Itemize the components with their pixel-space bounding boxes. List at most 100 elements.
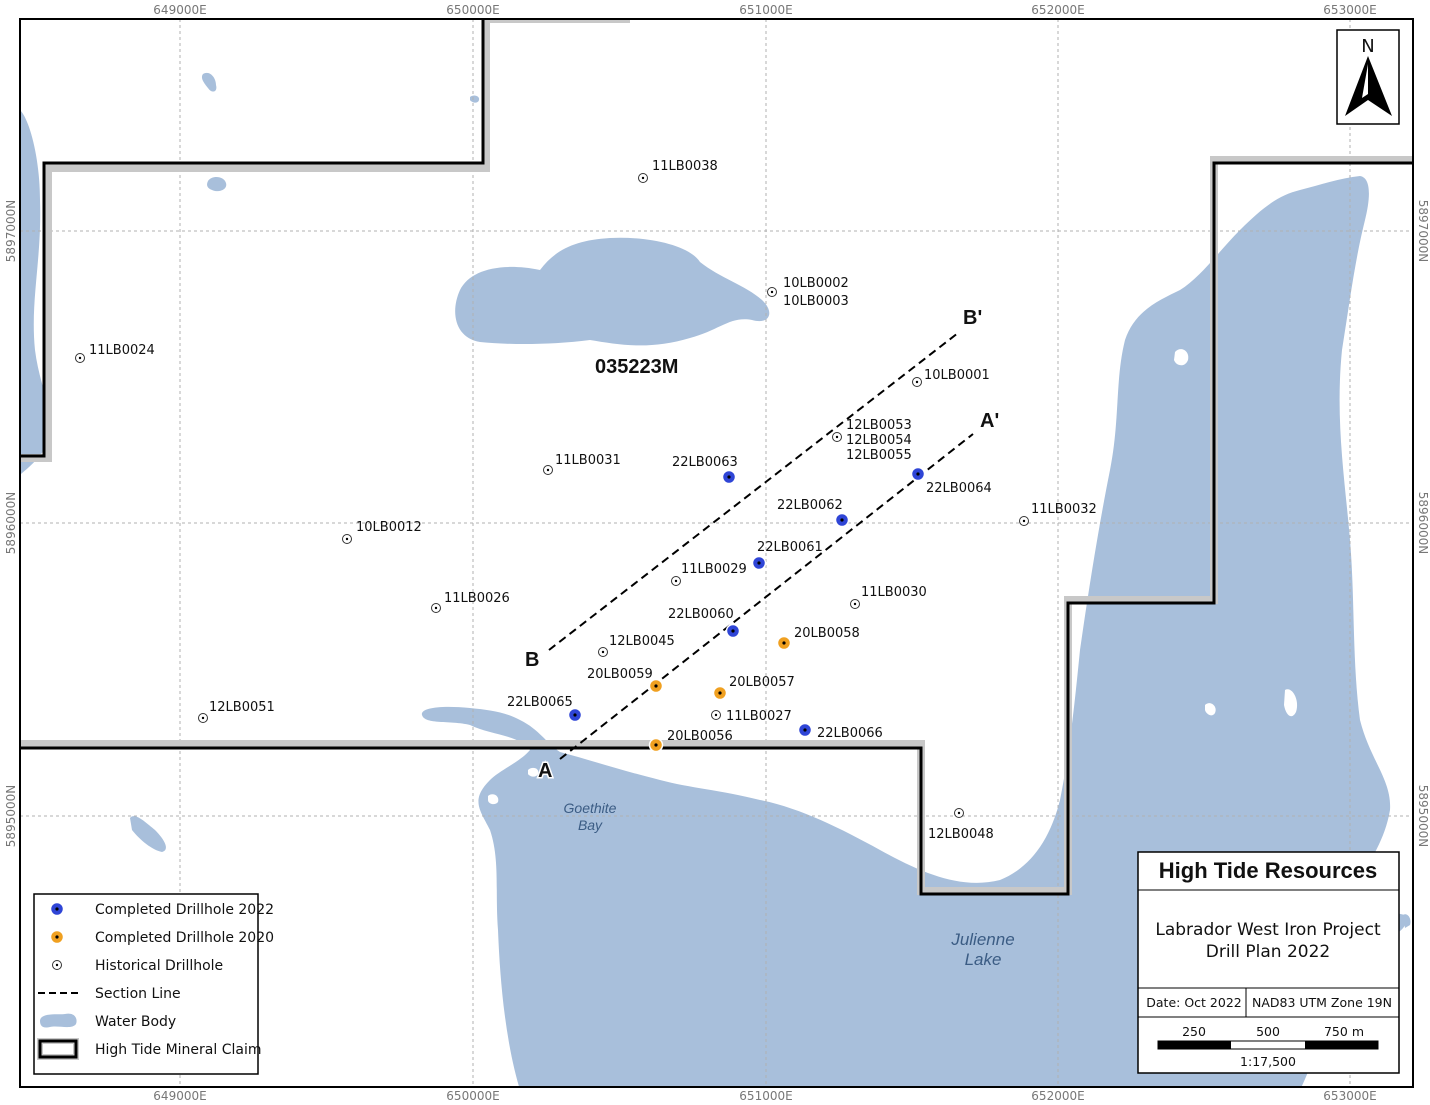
water-body-pond	[201, 72, 217, 92]
drillhole-22LB0064: 22LB0064	[910, 466, 992, 496]
drillhole-11LB0031: 11LB0031	[543, 453, 621, 475]
drillhole-label: 11LB0030	[861, 585, 927, 600]
project-name: Labrador West Iron Project	[1155, 920, 1381, 940]
water-body-island	[1284, 689, 1298, 717]
drillhole-label: 11LB0038	[652, 159, 718, 174]
drillhole-label: 11LB0031	[555, 453, 621, 468]
north-arrow-label: N	[1361, 36, 1374, 57]
drillhole-label: 10LB0001	[924, 368, 990, 383]
easting-label-top: 653000E	[1323, 3, 1376, 17]
claim-id-label: 035223M	[595, 356, 678, 378]
drillhole-label: 22LB0061	[757, 540, 823, 555]
easting-label-bottom: 652000E	[1031, 1089, 1084, 1103]
drillhole-22LB0060: 22LB0060	[668, 607, 741, 639]
section-lines	[548, 332, 974, 760]
drillhole-label: 11LB0026	[444, 591, 510, 606]
drillhole-label: 22LB0062	[777, 498, 843, 513]
northing-label-right: 5896000N	[1416, 492, 1430, 554]
map-crs: NAD83 UTM Zone 19N	[1252, 995, 1392, 1010]
legend-item-completed-2020: Completed Drillhole 2020	[49, 929, 274, 946]
easting-label-top: 650000E	[446, 3, 499, 17]
drillhole-label: 12LB0045	[609, 634, 675, 649]
legend-claim-icon	[37, 1038, 79, 1060]
easting-label-bottom: 651000E	[739, 1089, 792, 1103]
legend-item-section-line: Section Line	[38, 986, 181, 1002]
drillhole-label: 22LB0066	[817, 726, 883, 741]
water-label-julienne-line1: Julienne	[950, 930, 1014, 949]
drillhole-22LB0066: 22LB0066	[797, 722, 883, 741]
section-line-a	[559, 433, 974, 760]
drillholes: 11LB0038 10LB0002 10LB0003 11LB0024 10LB0001…	[75, 159, 1097, 842]
drillhole-label: 10LB0012	[356, 520, 422, 535]
drillhole-10LB0001: 10LB0001	[912, 368, 990, 387]
legend-label: High Tide Mineral Claim	[95, 1042, 262, 1058]
northing-label-left: 5896000N	[4, 492, 18, 554]
drillhole-label: 11LB0029	[681, 562, 747, 577]
section-label-a-start: A	[538, 760, 552, 782]
easting-label-top: 652000E	[1031, 3, 1084, 17]
company-name: High Tide Resources	[1159, 858, 1377, 883]
legend-label: Water Body	[95, 1014, 176, 1030]
drillhole-label: 10LB0003	[783, 294, 849, 309]
drillhole-22LB0062: 22LB0062	[777, 498, 850, 528]
drillhole-11LB0024: 11LB0024	[75, 343, 155, 363]
drillhole-20LB0056: 20LB0056	[648, 729, 733, 753]
easting-label-bottom: 650000E	[446, 1089, 499, 1103]
drillhole-20LB0057: 20LB0057	[712, 675, 795, 701]
water-label-julienne-line2: Lake	[965, 950, 1002, 969]
scale-tick-label: 750 m	[1324, 1024, 1364, 1039]
drillhole-label: 20LB0058	[794, 626, 860, 641]
water-body-pond	[207, 177, 227, 192]
drillhole-12LB0048: 12LB0048	[928, 808, 994, 842]
drillhole-label: 22LB0065	[507, 695, 573, 710]
drillhole-label: 20LB0056	[667, 729, 733, 744]
easting-label-top: 651000E	[739, 3, 792, 17]
water-label-goethite-line2: Bay	[578, 817, 603, 833]
drillhole-label: 11LB0032	[1031, 502, 1097, 517]
drillhole-label: 12LB0054	[846, 433, 912, 448]
drillhole-20LB0058: 20LB0058	[776, 626, 860, 651]
water-body-north-lake	[455, 237, 770, 346]
drillhole-label: 12LB0053	[846, 418, 912, 433]
coordinate-labels: 649000E 649000E 650000E 650000E 651000E 65100…	[4, 3, 1430, 1103]
drillhole-11LB0026: 11LB0026	[431, 591, 510, 613]
section-label-b-start: B	[525, 649, 539, 671]
drillhole-label: 22LB0060	[668, 607, 734, 622]
drillhole-11LB0029: 11LB0029	[671, 562, 747, 586]
drillhole-11LB0030: 11LB0030	[850, 585, 927, 609]
northing-label-left: 5895000N	[4, 785, 18, 847]
legend-item-completed-2022: Completed Drillhole 2022	[49, 901, 274, 918]
drillhole-10LB0002: 10LB0002 10LB0003	[767, 276, 849, 309]
drillhole-22LB0063: 22LB0063	[672, 455, 738, 485]
water-body-island	[1174, 349, 1189, 366]
water-body-island	[488, 794, 499, 805]
drillhole-label: 20LB0057	[729, 675, 795, 690]
drillhole-label: 10LB0002	[783, 276, 849, 291]
drillhole-label: 12LB0055	[846, 448, 912, 463]
legend-item-water-body: Water Body	[40, 1013, 176, 1030]
drillhole-label: 22LB0063	[672, 455, 738, 470]
drillhole-11LB0027: 11LB0027	[711, 709, 792, 724]
drillhole-20LB0059: 20LB0059	[587, 667, 664, 694]
legend-label: Completed Drillhole 2020	[95, 930, 274, 946]
scale-ratio: 1:17,500	[1240, 1054, 1296, 1069]
section-label-a-end: A'	[980, 410, 999, 432]
easting-label-top: 649000E	[153, 3, 206, 17]
legend-item-historical: Historical Drillhole	[52, 958, 223, 974]
drillhole-label: 12LB0051	[209, 700, 275, 715]
legend-label: Section Line	[95, 986, 181, 1002]
water-body-pond	[130, 816, 166, 852]
legend-item-claim: High Tide Mineral Claim	[37, 1038, 262, 1060]
drillhole-label: 11LB0027	[726, 709, 792, 724]
water-body-pond	[1403, 914, 1411, 928]
drillhole-label: 20LB0059	[587, 667, 653, 682]
water-body-west	[20, 110, 53, 475]
map-date: Date: Oct 2022	[1146, 995, 1241, 1010]
drillhole-label: 11LB0024	[89, 343, 155, 358]
north-arrow: N	[1336, 29, 1400, 125]
easting-label-bottom: 653000E	[1323, 1089, 1376, 1103]
easting-label-bottom: 649000E	[153, 1089, 206, 1103]
plan-name: Drill Plan 2022	[1206, 942, 1331, 962]
